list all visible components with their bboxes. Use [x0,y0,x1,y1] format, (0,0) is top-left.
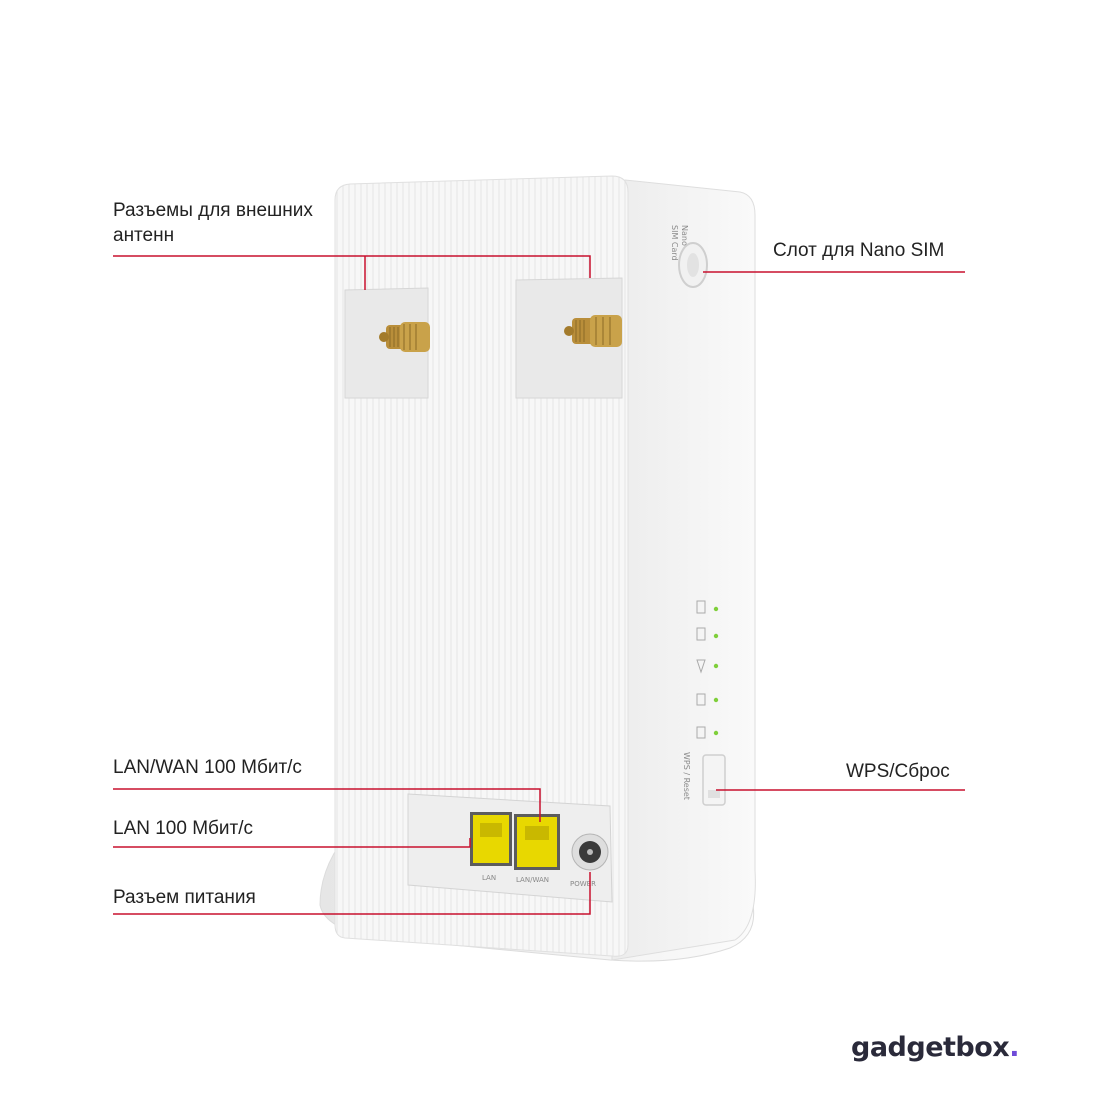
brand-part-box: box [955,1032,1010,1063]
callout-antenna-ports-line1: Разъемы для внешних [113,200,313,221]
callout-sim-slot: Слот для Nano SIM [773,240,945,261]
sim-card-label: SIM Card [670,225,679,261]
power-jack [571,833,609,871]
lan-port [470,812,512,866]
brand-logo: gadgetbox. [851,1032,1019,1063]
lan-wan-port [514,814,560,870]
lan-wan-port-label: LAN/WAN [516,876,549,884]
brand-part-gadget: gadget [851,1032,956,1063]
antenna-port-left [344,287,430,399]
wps-reset-device-label: WPS / Reset [682,752,691,800]
status-leds [696,600,719,739]
lan-port-label: LAN [482,874,496,882]
bottom-port-panel: LAN LAN/WAN POWER [407,793,613,903]
callout-power-jack: Разъем питания [113,887,256,908]
power-label: POWER [570,880,596,888]
callout-antenna-ports-line2: антенн [113,225,175,246]
callout-wps-reset: WPS/Сброс [846,761,950,782]
sim-slot [678,242,708,288]
router-side-panel [611,179,756,961]
brand-dot: . [1009,1032,1019,1063]
callout-lan: LAN 100 Мбит/с [113,818,254,839]
wps-reset-button [702,754,726,806]
callout-lan-wan: LAN/WAN 100 Мбит/с [113,757,302,778]
callout-leader-lines [113,255,965,915]
nano-label: Nano [680,225,689,246]
antenna-port-right [515,277,623,399]
